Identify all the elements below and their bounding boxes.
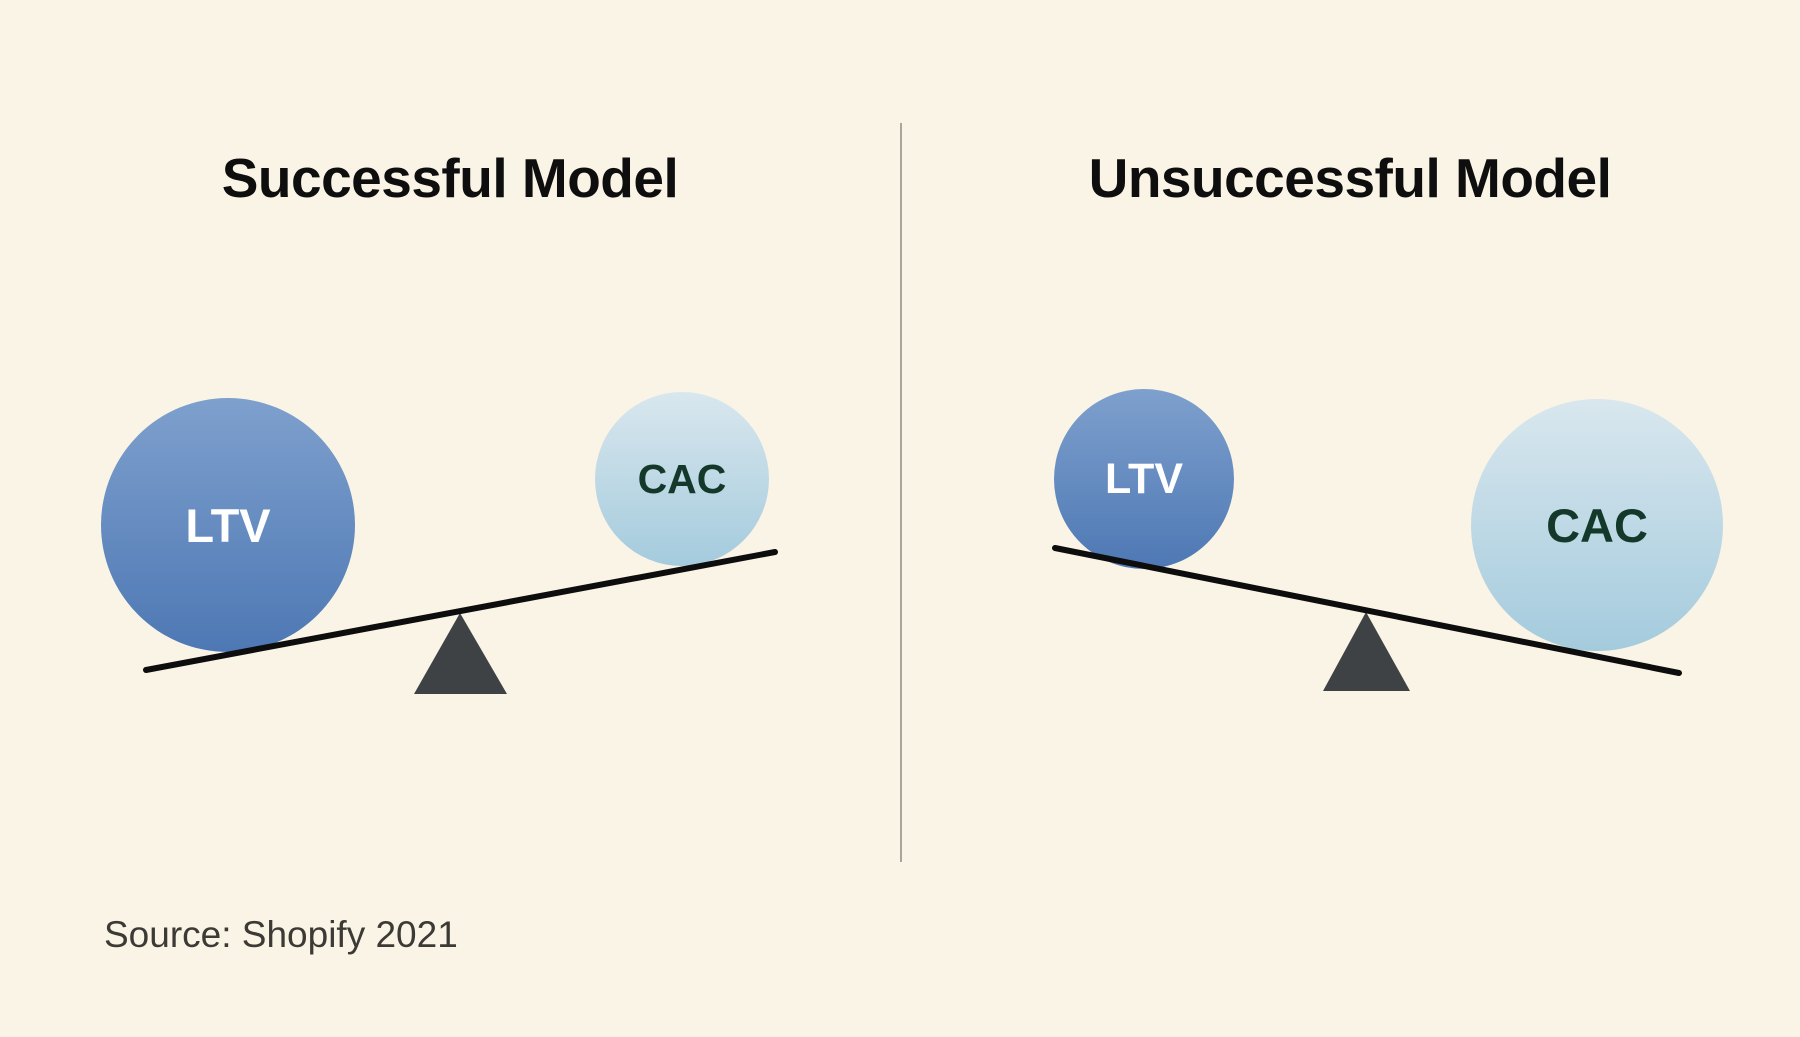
ltv-circle-unsuccessful: LTV [1054,389,1234,569]
fulcrum-triangle-unsuccessful [1323,612,1410,691]
ltv-circle-label: LTV [1104,454,1184,503]
ltv-circle-successful: LTV [101,398,355,652]
cac-circle-unsuccessful: CAC [1471,399,1723,651]
fulcrum-triangle-successful [414,613,507,694]
panel-title-successful: Successful Model [221,147,679,209]
panel-title-unsuccessful: Unsuccessful Model [1088,147,1612,209]
ltv-circle-label: LTV [185,498,271,552]
source-note: Source: Shopify 2021 [104,914,458,955]
cac-circle-successful: CAC [595,392,769,566]
cac-circle-label: CAC [637,455,727,502]
cac-circle-label: CAC [1546,498,1648,552]
